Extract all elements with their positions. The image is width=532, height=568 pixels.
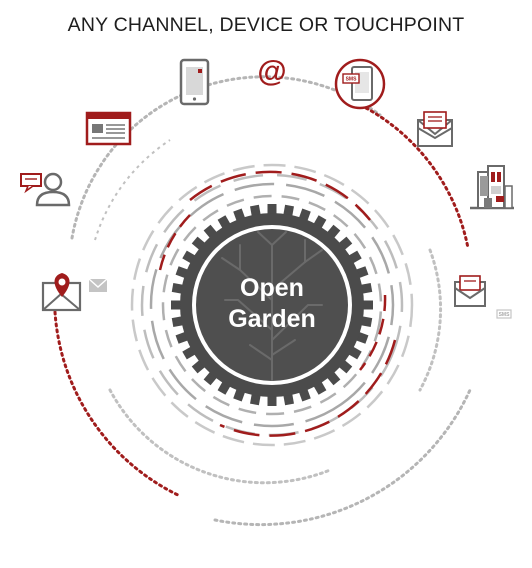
person-chat-icon [20,172,71,207]
mail-icon-right [454,275,486,307]
red-arc-3 [158,214,191,271]
dashed-ring-2 [140,173,404,437]
outer-arc-bottom [213,388,472,527]
gear-tooth [267,204,277,218]
dashed-ring-1 [130,163,414,447]
small-mail-icon [88,278,108,292]
outer-arc-left [94,139,171,241]
mobile-phone-icon [179,58,210,106]
outer-arc-left-accent [53,310,182,498]
outer-arc-top-accent [348,98,470,250]
gear: Open Garden [171,204,373,406]
red-arc-2 [219,339,397,437]
outer-arc-bottom-inner [108,388,332,485]
sms-phone-icon: SMS [334,58,386,110]
email-at-icon: @ [257,55,286,88]
mail-icon [417,111,453,147]
store-building-icon [470,165,514,210]
dashed-ring-4 [161,194,383,416]
red-arc-4 [359,294,387,371]
page-title: ANY CHANNEL, DEVICE OR TOUCHPOINT [67,14,465,36]
gear-tooth [267,392,277,406]
outer-arc-top [70,75,382,240]
center-label-line2: Garden [228,305,316,333]
svg-text:SMS: SMS [346,77,358,83]
center-label-line1: Open [240,274,304,302]
svg-text:SMS: SMS [499,312,511,318]
web-page-icon [85,111,132,146]
sms-small-icon: SMS [496,309,512,319]
dashed-rings [130,163,414,447]
outer-arc-right [418,248,443,392]
tree-graphic [221,231,323,381]
location-mail-icon [41,273,82,312]
svg-text:@: @ [257,55,286,88]
dashed-ring-3 [149,182,395,428]
